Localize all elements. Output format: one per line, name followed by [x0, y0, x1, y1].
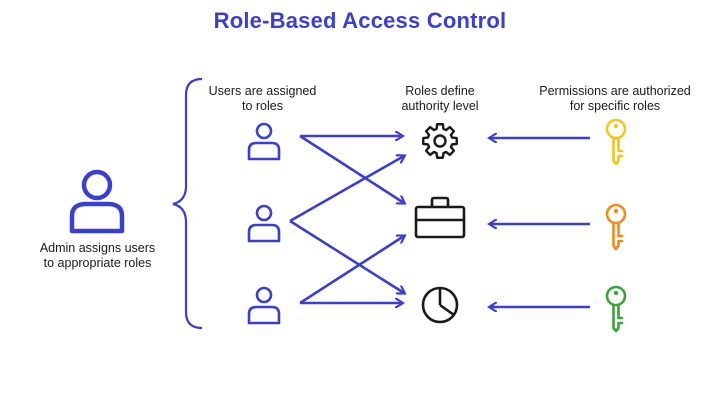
briefcase-icon [414, 196, 466, 239]
key-shaft [612, 303, 624, 333]
key-bow [605, 285, 627, 307]
key-bow [605, 118, 627, 140]
key-bow [605, 203, 627, 225]
admin-caption: Admin assigns users to appropriate roles [20, 241, 175, 271]
user-icon-3 [247, 286, 281, 325]
user-icon-1 [247, 122, 281, 161]
users-column-label: Users are assigned to roles [195, 84, 330, 114]
admin-caption-line2: to appropriate roles [43, 256, 152, 270]
arrow-user2-gear [289, 156, 404, 223]
roles-column-label-line1: Roles define [405, 84, 475, 98]
user-icon-2 [247, 204, 281, 243]
users-column-label-line2: to roles [242, 99, 283, 113]
key-icon [605, 118, 627, 166]
permissions-column-label-line2: for specific roles [569, 99, 661, 113]
key-hole [613, 123, 619, 129]
admin-caption-line1: Admin assigns users [39, 241, 156, 255]
roles-column-label-line2: authority level [401, 99, 479, 113]
key-hole [613, 290, 619, 296]
permissions-column-label-line1: Permissions are authorized [539, 84, 691, 98]
page-title: Role-Based Access Control [213, 8, 507, 33]
users-column-label-line1: Users are assigned [208, 84, 317, 98]
grouping-brace [172, 77, 203, 330]
admin-icon [69, 169, 125, 234]
permission-arrows [490, 138, 590, 307]
arrow-user1-briefcase [299, 134, 404, 203]
key-icon [605, 285, 627, 333]
key-icon [605, 203, 627, 251]
key-hole [613, 208, 619, 214]
pie-chart-icon [421, 286, 459, 324]
key-shaft [612, 136, 624, 166]
arrow-user3-briefcase [299, 236, 404, 305]
permissions-column-label: Permissions are authorized for specific … [525, 84, 705, 114]
key-shaft [612, 221, 624, 251]
gear-icon [422, 123, 458, 159]
user-role-arrows [289, 134, 404, 305]
arrow-user2-pie [289, 219, 404, 293]
roles-column-label: Roles define authority level [375, 84, 505, 114]
